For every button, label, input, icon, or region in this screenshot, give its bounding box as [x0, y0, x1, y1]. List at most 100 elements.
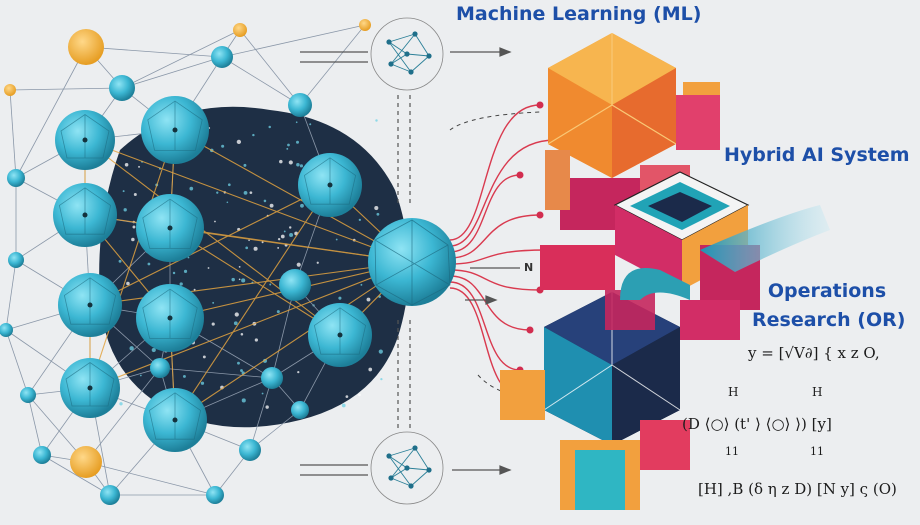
- speck: [283, 230, 286, 233]
- sphere-core: [82, 137, 88, 143]
- speck: [238, 278, 241, 281]
- mini-graph-edge: [410, 55, 430, 73]
- speck: [245, 246, 249, 250]
- speck: [296, 140, 300, 144]
- mini-graph-edge: [406, 467, 430, 471]
- cable: [449, 104, 541, 241]
- formula-row-4a: 11: [725, 445, 739, 458]
- speck: [289, 226, 292, 229]
- speck: [227, 183, 231, 187]
- small-node: [288, 93, 312, 117]
- speck: [187, 256, 190, 259]
- speck: [243, 190, 248, 195]
- dark-network-core: [99, 106, 409, 428]
- speck: [252, 133, 255, 137]
- speck: [341, 403, 346, 408]
- speck: [233, 321, 238, 326]
- speck: [212, 301, 215, 304]
- gold-node: [4, 84, 16, 96]
- network-edge: [15, 46, 87, 179]
- mini-graph-edge: [390, 63, 412, 73]
- small-node: [8, 252, 24, 268]
- mini-graph-edge: [390, 477, 412, 487]
- gold-edge: [174, 261, 413, 421]
- small-node: [0, 323, 13, 337]
- speck: [238, 265, 241, 268]
- speck: [248, 239, 250, 242]
- speck: [277, 247, 280, 249]
- mini-graph-edge: [388, 447, 416, 457]
- speck: [243, 163, 247, 167]
- mini-graph-bottom: [370, 431, 444, 505]
- sphere-facets: [63, 277, 117, 325]
- speck: [276, 310, 280, 314]
- hub-sphere: [368, 218, 456, 306]
- speck: [118, 259, 122, 263]
- speck: [297, 371, 300, 374]
- speck: [132, 225, 136, 229]
- network-edge: [121, 29, 241, 89]
- mini-graph-edge: [388, 455, 412, 487]
- speck: [221, 144, 225, 148]
- sphere-facets: [60, 114, 110, 159]
- small-node: [33, 446, 51, 464]
- formula-row-4b: 11: [810, 445, 824, 458]
- network-edge: [85, 46, 223, 58]
- sphere-facets: [147, 100, 203, 151]
- cable-end: [536, 101, 544, 109]
- network-edge: [9, 87, 123, 91]
- speck: [234, 312, 239, 317]
- sphere-core: [87, 385, 93, 391]
- speck: [254, 338, 258, 342]
- network-edge: [9, 89, 17, 179]
- mini-graph-edge: [388, 41, 408, 55]
- speck: [368, 367, 373, 372]
- network-edge: [5, 259, 17, 331]
- speck: [241, 398, 246, 403]
- speck: [253, 246, 258, 251]
- speck: [131, 237, 135, 242]
- cable: [449, 269, 541, 291]
- ml-label: Machine Learning (ML): [456, 3, 702, 25]
- speck: [296, 262, 301, 267]
- small-node: [279, 269, 311, 301]
- cable-end: [536, 211, 544, 219]
- mini-graph-node: [426, 467, 432, 473]
- speck: [300, 203, 304, 208]
- mini-graph-ring: [370, 17, 444, 91]
- network-edge: [85, 367, 161, 463]
- speck: [193, 288, 196, 291]
- speck: [358, 218, 361, 222]
- speck: [211, 322, 215, 326]
- small-node: [100, 485, 120, 505]
- gold-edge: [174, 129, 413, 263]
- speck: [236, 139, 242, 145]
- network-nodes: [0, 19, 372, 505]
- network-edge: [249, 377, 273, 451]
- speck: [249, 191, 253, 195]
- sphere-core: [172, 417, 178, 423]
- sphere-facets: [58, 187, 112, 235]
- sphere-core: [167, 225, 173, 231]
- cable: [449, 249, 546, 265]
- flow-tag: N: [524, 261, 534, 274]
- cable-end: [526, 326, 534, 334]
- gold-edge: [84, 139, 413, 263]
- speck: [226, 201, 229, 204]
- speck: [202, 355, 206, 359]
- speck: [269, 203, 274, 208]
- sphere-facets: [303, 157, 357, 205]
- formula-row-1: y = [√V∂] { x z O,: [748, 344, 880, 362]
- small-node: [211, 46, 233, 68]
- mini-graph-node: [412, 31, 418, 37]
- mini-graph-node: [388, 475, 394, 481]
- or-label-line1: Operations: [767, 280, 887, 302]
- speck: [374, 206, 379, 211]
- speck: [138, 165, 140, 168]
- gold-edge: [89, 184, 331, 306]
- mini-graph-node: [404, 465, 410, 471]
- network-edge: [121, 56, 223, 89]
- speck: [296, 162, 300, 167]
- speck: [139, 374, 142, 377]
